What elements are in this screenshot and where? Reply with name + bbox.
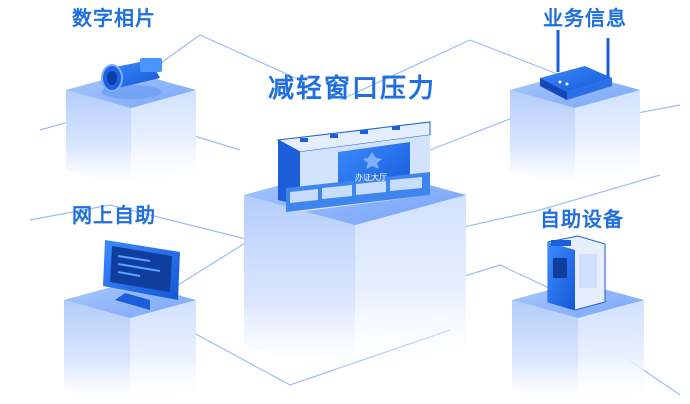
connector-line xyxy=(449,174,661,231)
connector-line xyxy=(29,204,251,241)
connector-line xyxy=(429,114,521,151)
hall-sign-text: 办证大厅 xyxy=(355,173,387,182)
label-business-info: 业务信息 xyxy=(543,6,627,30)
node-self-service-device xyxy=(512,235,644,404)
router-icon xyxy=(540,30,612,100)
center-title: 减轻窗口压力 xyxy=(268,74,437,104)
label-digital-photo: 数字相片 xyxy=(72,6,156,30)
node-digital-photo xyxy=(66,58,196,188)
label-self-service-device: 自助设备 xyxy=(540,207,624,231)
camera-icon xyxy=(101,58,162,99)
node-business-info xyxy=(510,30,640,188)
service-hall-building-icon xyxy=(276,121,431,212)
kiosk-screen-icon xyxy=(103,240,180,310)
connector-line xyxy=(339,39,561,101)
self-service-terminal-icon xyxy=(547,235,606,311)
label-online-self-service: 网上自助 xyxy=(72,203,156,227)
node-online-self-service xyxy=(64,240,196,404)
node-service-hall xyxy=(244,121,466,375)
